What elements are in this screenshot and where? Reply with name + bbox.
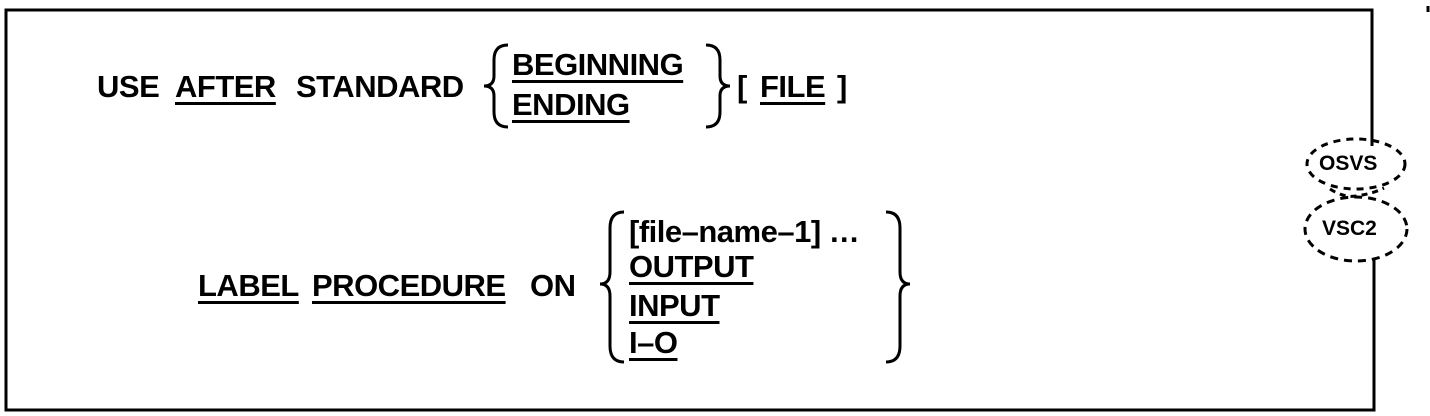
vsc2-tag: VSC2 (1322, 217, 1377, 240)
right-brace-1 (705, 43, 731, 129)
osvs-oval (1305, 137, 1407, 191)
left-brace-1 (483, 43, 509, 129)
label-keyword: LABEL (198, 268, 299, 303)
file-keyword: FILE (760, 69, 826, 104)
option-ending: ENDING (512, 87, 630, 122)
option-file-name: [file–name–1] … (629, 214, 860, 249)
option-output: OUTPUT (629, 249, 754, 284)
procedure-keyword: PROCEDURE (312, 268, 506, 303)
optional-close-bracket: ] (837, 69, 847, 104)
on-keyword: ON (530, 268, 576, 303)
use-keyword: USE (97, 69, 160, 104)
option-i-o: I–O (629, 325, 678, 360)
oval-connector (1329, 186, 1385, 198)
option-input: INPUT (629, 288, 720, 323)
optional-open-bracket: [ (737, 69, 747, 104)
left-brace-2 (599, 210, 625, 364)
option-beginning: BEGINNING (512, 47, 684, 82)
right-brace-2 (885, 210, 911, 364)
osvs-tag: OSVS (1319, 152, 1378, 175)
after-keyword: AFTER (175, 69, 276, 104)
standard-keyword: STANDARD (296, 69, 464, 104)
